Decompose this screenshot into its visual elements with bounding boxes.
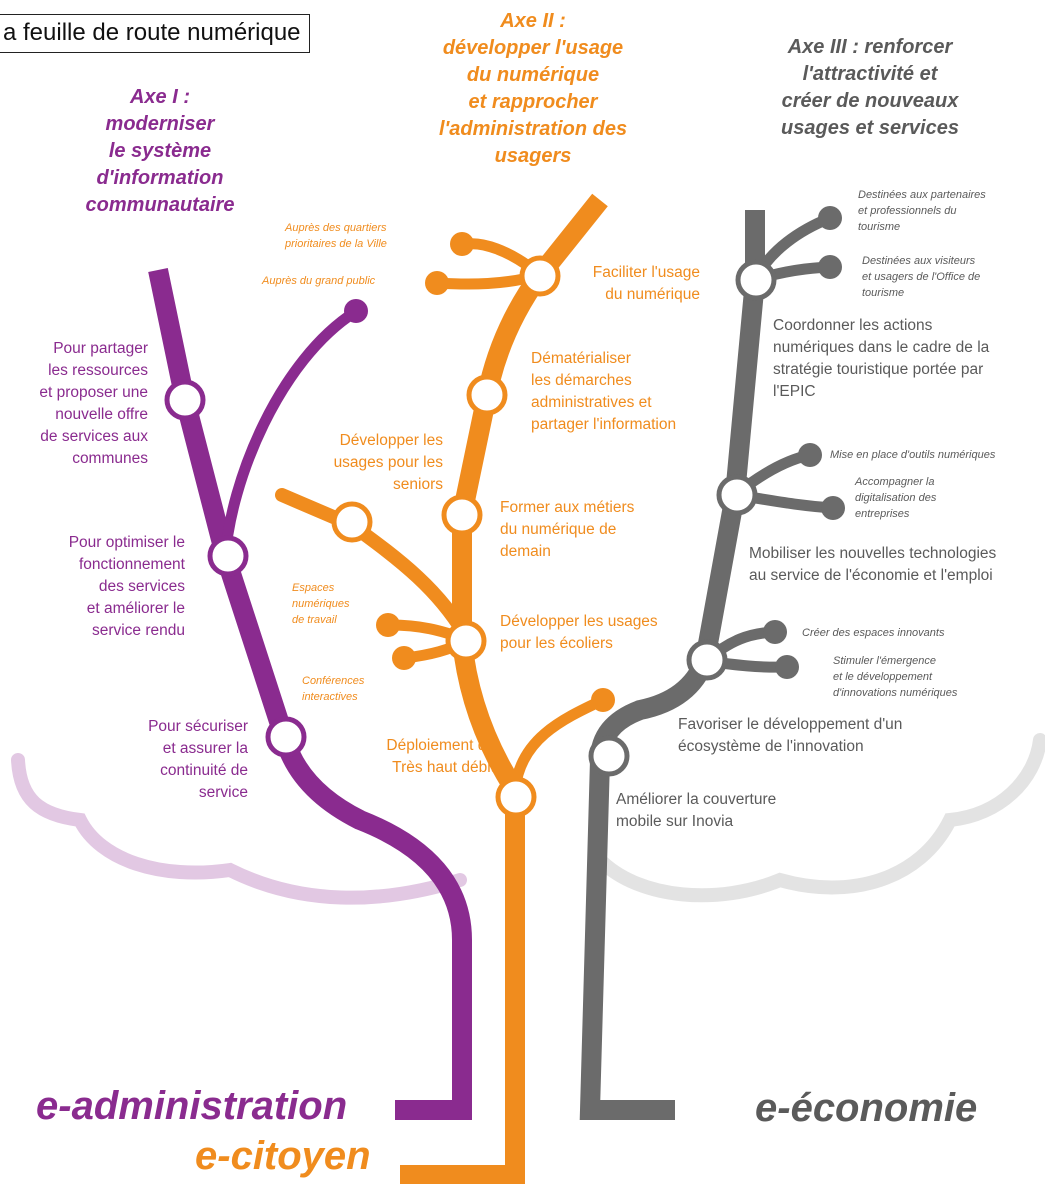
station-partager xyxy=(164,379,206,421)
axe3-stations xyxy=(588,259,777,777)
station-faciliter xyxy=(519,255,561,297)
station-coordonner xyxy=(735,259,777,301)
axe3-terminals xyxy=(763,206,845,679)
station-favoriser xyxy=(686,639,728,681)
label-outils: Mise en place d'outils numériques xyxy=(830,449,996,461)
station-ecoliers xyxy=(445,620,487,662)
footer-e-citoyen: e-citoyen xyxy=(195,1134,371,1178)
page-title: a feuille de route numérique xyxy=(0,14,310,53)
station-optimiser xyxy=(207,535,249,577)
station-dematerialiser xyxy=(466,374,508,416)
footer-e-administration: e-administration xyxy=(36,1084,348,1128)
axe2-terminals xyxy=(376,232,615,712)
station-former xyxy=(441,494,483,536)
cloud-background xyxy=(11,733,1045,905)
station-couverture xyxy=(588,735,630,777)
station-thd xyxy=(495,776,537,818)
axe1-stations xyxy=(164,379,307,758)
station-mobiliser xyxy=(716,474,758,516)
axe2-stations xyxy=(331,255,561,818)
terminus-grand-public xyxy=(344,299,368,323)
label-espaces-innovants: Créer des espaces innovants xyxy=(802,627,945,639)
station-seniors xyxy=(331,501,373,543)
station-securiser xyxy=(265,716,307,758)
label-grand-public: Auprès du grand public xyxy=(262,275,376,287)
footer-e-economie: e-économie xyxy=(755,1086,978,1130)
